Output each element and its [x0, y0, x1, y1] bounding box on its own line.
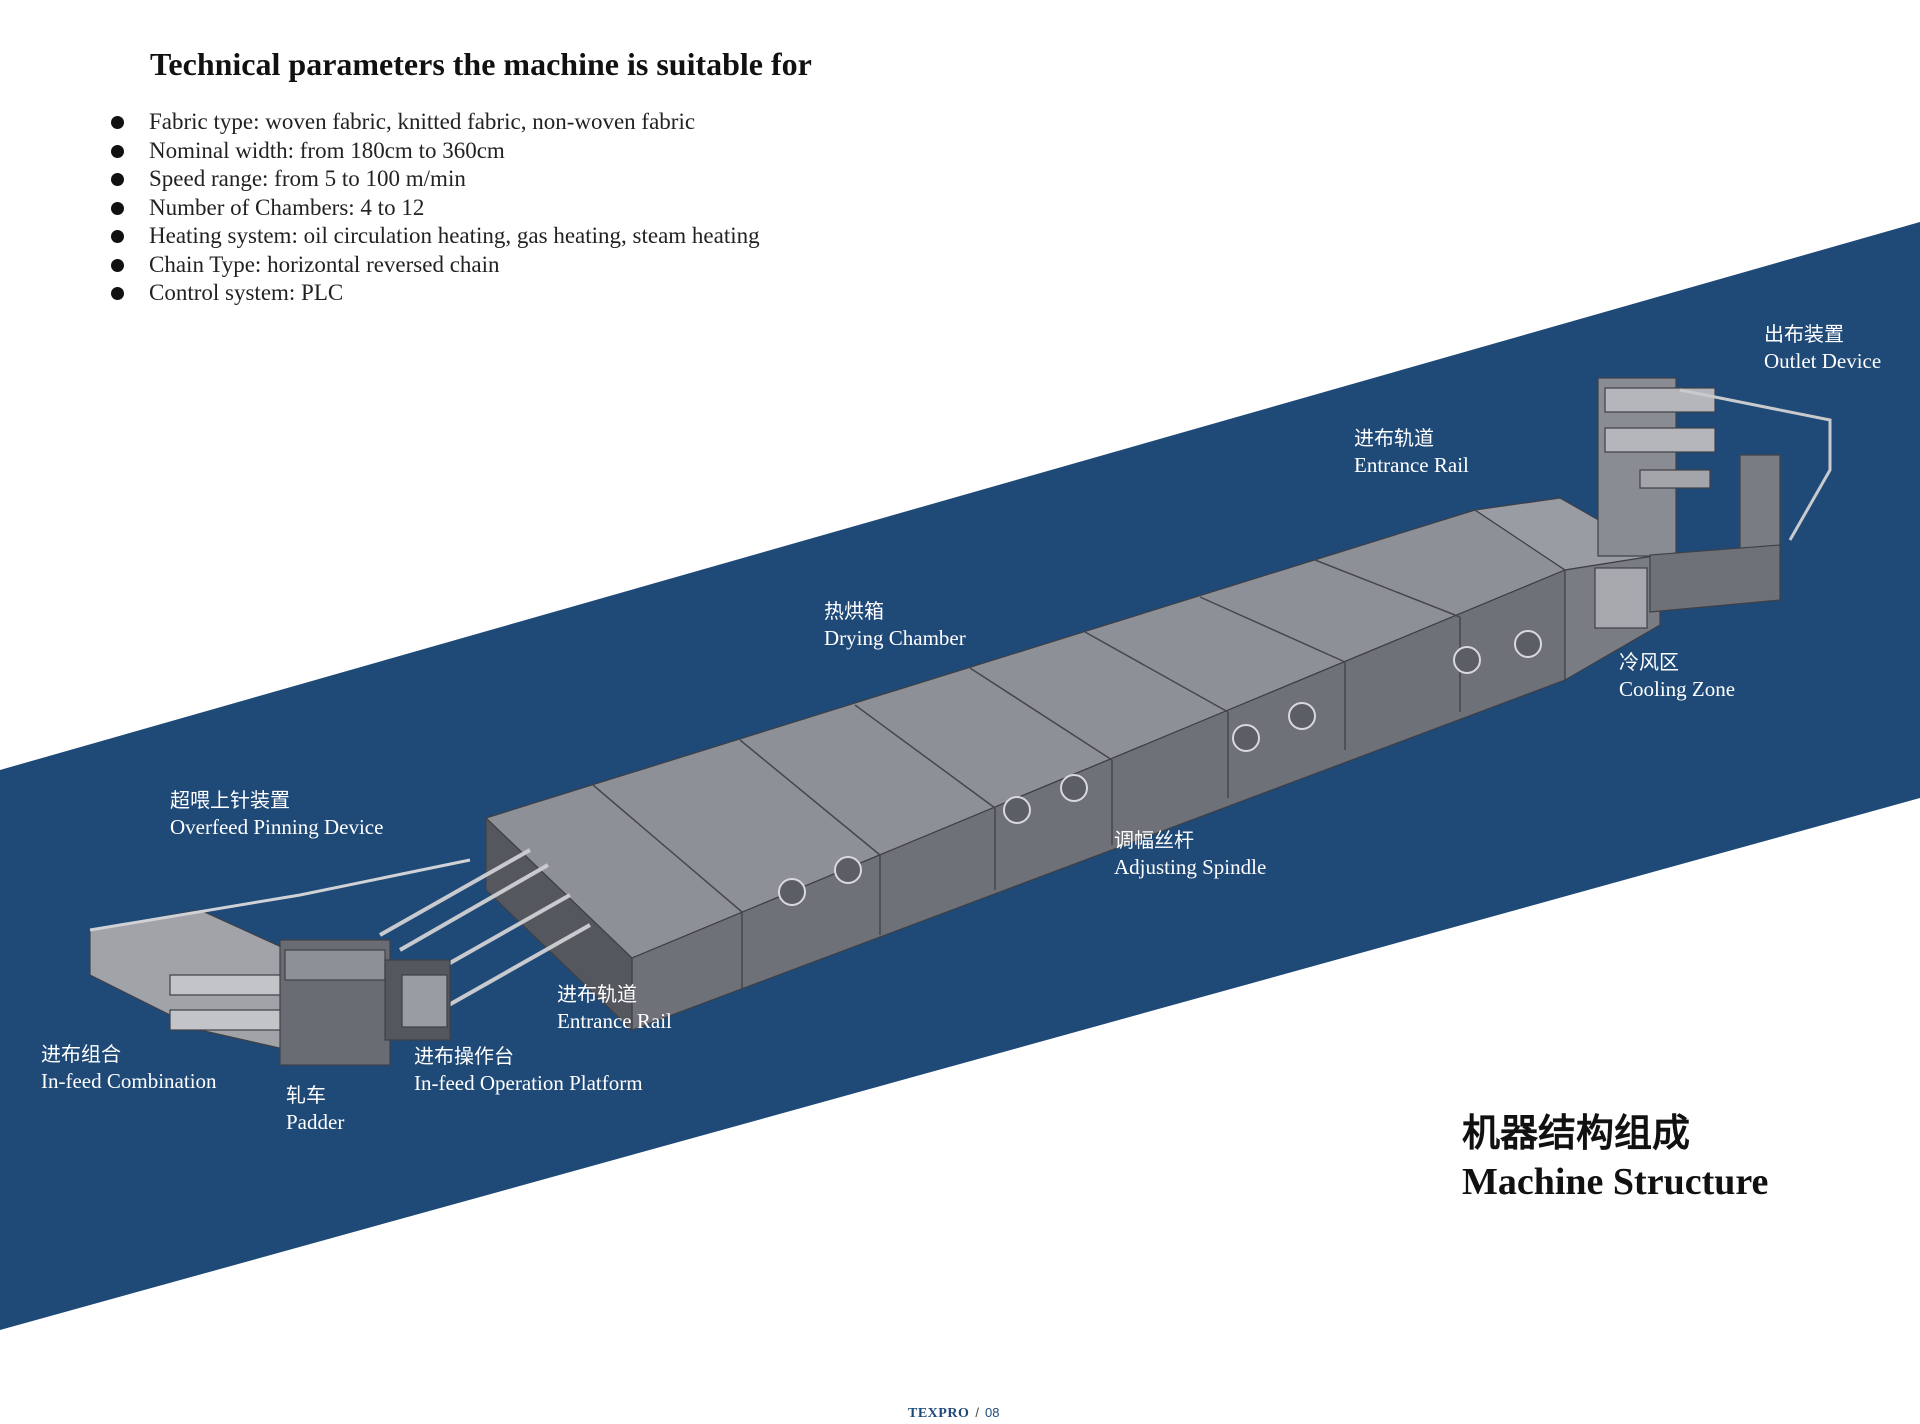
infeed-roller [169, 974, 291, 996]
label-cooling-zone: 冷风区 Cooling Zone [1619, 649, 1735, 703]
param-item: Nominal width: from 180cm to 360cm [106, 137, 760, 166]
label-cn: 进布轨道 [1354, 426, 1434, 450]
label-en: In-feed Operation Platform [414, 1071, 643, 1095]
parameters-title: Technical parameters the machine is suit… [150, 46, 812, 82]
param-item: Control system: PLC [106, 279, 760, 308]
label-cn: 进布组合 [41, 1042, 121, 1066]
label-cn: 热烘箱 [824, 599, 884, 623]
param-item: Fabric type: woven fabric, knitted fabri… [106, 108, 760, 137]
label-infeed-combination: 进布组合 In-feed Combination [41, 1041, 217, 1095]
entrance-rail [379, 848, 531, 937]
fan-icon [778, 878, 806, 906]
cooling-panel [1594, 567, 1648, 629]
chamber-division [854, 704, 996, 809]
circulation-fans [778, 630, 1542, 906]
section-title-en: Machine Structure [1462, 1161, 1769, 1203]
section-title-cn: 机器结构组成 [1462, 1111, 1691, 1155]
label-en: Overfeed Pinning Device [170, 815, 384, 839]
fan-icon [1003, 796, 1031, 824]
infeed-section [89, 858, 471, 1066]
outlet-roller [1604, 387, 1716, 413]
brand-logo: TEXPRO [908, 1406, 970, 1421]
label-cn: 进布操作台 [414, 1044, 514, 1068]
label-cn: 调幅丝杆 [1114, 828, 1194, 852]
section-title: 机器结构组成 Machine Structure [1462, 1108, 1768, 1206]
outlet-roller [1604, 427, 1716, 453]
label-cn: 超喂上针装置 [170, 788, 290, 812]
infeed-rail [89, 858, 471, 932]
label-en: Padder [286, 1110, 345, 1134]
param-item: Chain Type: horizontal reversed chain [106, 251, 760, 280]
drying-chambers [484, 509, 1567, 1032]
label-outlet-device: 出布装置 Outlet Device [1764, 321, 1881, 375]
label-entrance-rail-bottom: 进布轨道 Entrance Rail [557, 981, 672, 1035]
chamber-division [969, 667, 1113, 761]
label-en: Entrance Rail [1354, 453, 1469, 477]
chamber-division [1314, 559, 1461, 618]
padder-roller [284, 949, 386, 981]
chamber-division [1084, 631, 1229, 713]
footer-separator: / [975, 1405, 979, 1420]
entrance-rail [439, 923, 591, 1012]
chamber-left-end [485, 816, 633, 1032]
chamber-division [739, 739, 881, 856]
param-item: Heating system: oil circulation heating,… [106, 222, 760, 251]
chamber-division [592, 784, 743, 913]
label-cn: 出布装置 [1764, 322, 1844, 346]
page-number: 08 [984, 1405, 1000, 1420]
label-padder: 轧车 Padder [286, 1082, 344, 1136]
outlet-base [1649, 544, 1781, 613]
label-infeed-platform: 进布操作台 In-feed Operation Platform [414, 1043, 643, 1097]
label-cn: 进布轨道 [557, 982, 637, 1006]
fan-icon [1232, 724, 1260, 752]
fan-icon [834, 856, 862, 884]
outlet-roller [1639, 469, 1711, 489]
infeed-roller [169, 1009, 291, 1031]
label-cn: 冷风区 [1619, 650, 1679, 674]
label-en: Drying Chamber [824, 626, 966, 650]
label-adjusting-spindle: 调幅丝杆 Adjusting Spindle [1114, 827, 1266, 881]
entrance-rail [399, 863, 549, 952]
label-cn: 轧车 [286, 1083, 326, 1107]
chamber-division [1199, 596, 1346, 663]
fan-icon [1060, 774, 1088, 802]
control-cabinet [401, 974, 448, 1028]
label-en: In-feed Combination [41, 1069, 217, 1093]
param-item: Number of Chambers: 4 to 12 [106, 194, 760, 223]
label-en: Entrance Rail [557, 1009, 672, 1033]
label-en: Outlet Device [1764, 349, 1882, 373]
parameters-list: Fabric type: woven fabric, knitted fabri… [106, 108, 760, 308]
fan-icon [1453, 646, 1481, 674]
param-item: Speed range: from 5 to 100 m/min [106, 165, 760, 194]
fan-icon [1514, 630, 1542, 658]
fan-icon [1288, 702, 1316, 730]
label-overfeed-pinning: 超喂上针装置 Overfeed Pinning Device [170, 787, 383, 841]
outlet-device-unit [1597, 377, 1832, 613]
page-footer: TEXPRO / 08 [908, 1405, 999, 1422]
label-en: Adjusting Spindle [1114, 855, 1267, 879]
label-entrance-rail-top: 进布轨道 Entrance Rail [1354, 425, 1469, 479]
label-en: Cooling Zone [1619, 677, 1736, 701]
label-drying-chamber: 热烘箱 Drying Chamber [824, 598, 966, 652]
outlet-rail [1679, 388, 1832, 541]
